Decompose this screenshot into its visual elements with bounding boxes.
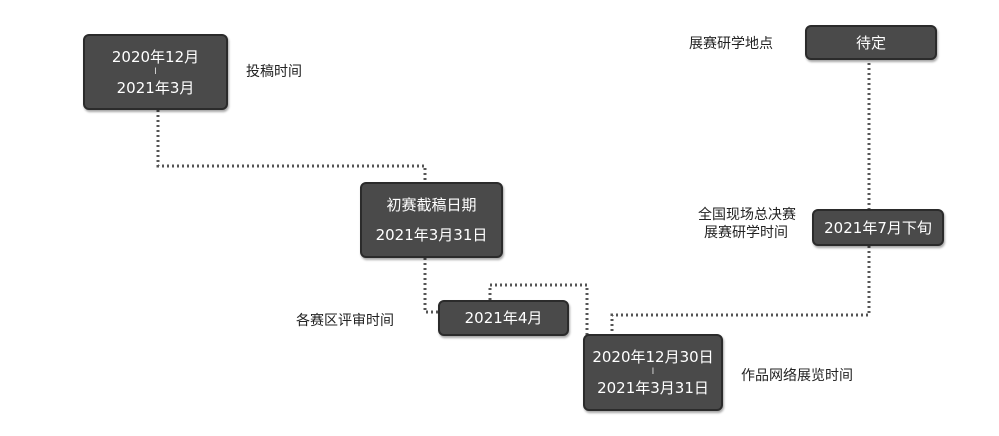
node-submission-separator: I [154,66,157,77]
node-review-date: 2021年4月 [464,309,543,327]
node-prelim-deadline: 初赛截稿日期 2021年3月31日 [360,182,503,258]
node-exhibition-start: 2020年12月30日 [592,348,714,366]
node-location-value: 待定 [855,33,886,52]
label-submission: 投稿时间 [246,64,302,80]
node-prelim-date: 2021年3月31日 [375,226,488,244]
node-exhibition-period: 2020年12月30日 I 2021年3月31日 [583,334,723,411]
connector-submission-to-prelim [156,110,427,183]
label-exhibition: 作品网络展览时间 [741,368,853,384]
node-exhibition-separator: I [651,367,655,377]
label-review: 各赛区评审时间 [296,313,394,329]
node-review-period: 2021年4月 [438,300,569,336]
node-submission-start: 2020年12月 [111,47,200,66]
node-prelim-title: 初赛截稿日期 [386,196,477,214]
node-submission-end: 2021年3月 [116,78,195,97]
node-final-date: 2021年7月下旬 [824,218,932,237]
connector-exhibition-to-final [610,246,871,336]
label-final-line2: 展赛研学时间 [704,225,788,241]
node-final-period: 2021年7月下旬 [812,209,944,246]
label-final-line1: 全国现场总决赛 [698,207,796,223]
label-final: 全国现场总决赛 展赛研学时间 [676,206,796,242]
node-submission-period: 2020年12月 I 2021年3月 [83,34,228,110]
node-location: 待定 [805,25,937,60]
label-location: 展赛研学地点 [689,36,773,52]
node-exhibition-end: 2021年3月31日 [597,379,709,397]
